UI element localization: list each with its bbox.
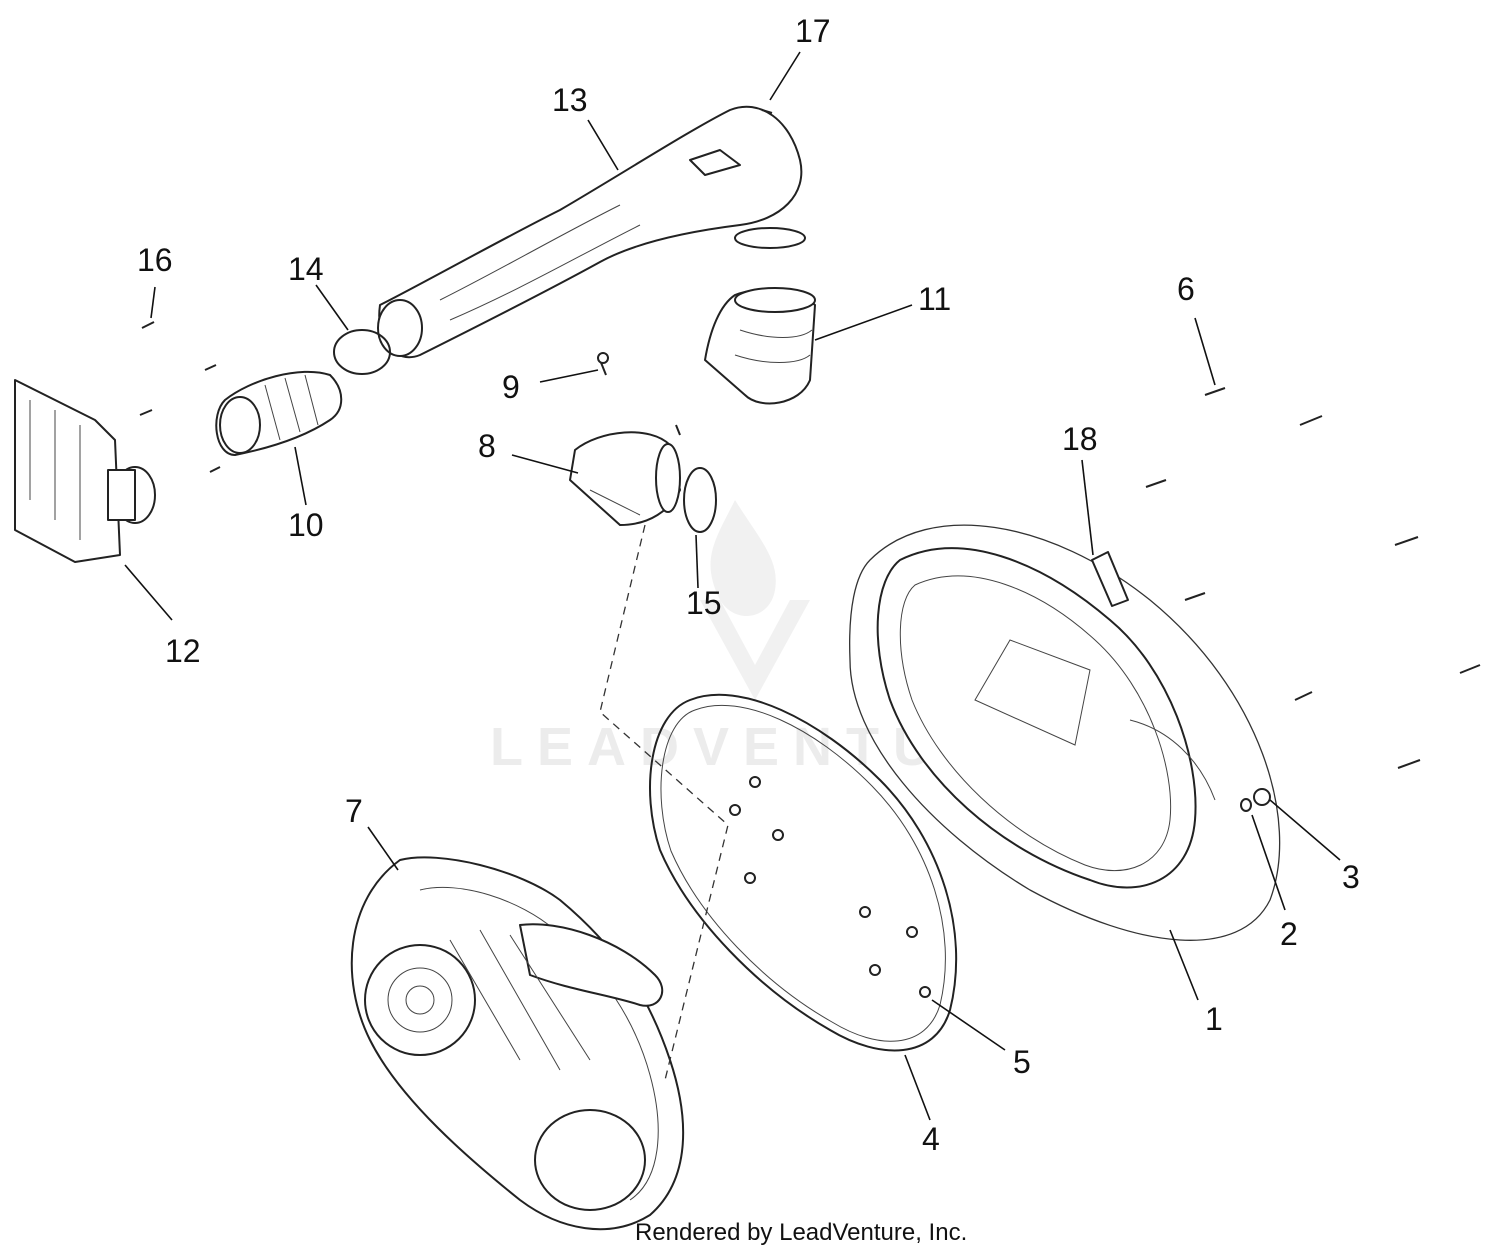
callout-5: 5 [1013,1044,1031,1080]
part-3-nut [1253,788,1271,806]
callout-9: 9 [502,369,520,405]
part-17-screw [761,109,773,114]
callout-4: 4 [922,1121,940,1157]
part-1-outer-cover [849,524,1281,941]
part-16-screw [141,321,155,329]
part-2-washer [1240,798,1252,812]
callout-6: 6 [1177,271,1195,307]
part-4-seal [649,693,958,1052]
callout-16: 16 [137,242,173,278]
footer-text: Rendered by LeadVenture, Inc. [635,1219,967,1246]
callout-3: 3 [1342,859,1360,895]
callout-7: 7 [345,793,363,829]
small-screws [139,364,681,473]
part-15-clamp [683,467,717,533]
callout-14: 14 [288,251,324,287]
part-13-intake-duct [377,105,803,358]
part-14-clamp [333,329,391,375]
callout-1: 1 [1205,1001,1223,1037]
callout-18: 18 [1062,421,1098,457]
callout-17: 17 [795,13,831,49]
part-10-intake-boot [215,370,343,456]
callout-2: 2 [1280,916,1298,952]
part-18-decal [1091,551,1129,607]
part-8-duct-adapter [569,431,681,526]
assembly-dashed-line [599,524,729,1081]
leader-lines [124,51,1341,1121]
callout-10: 10 [288,507,324,543]
part-6-bolts [1145,387,1481,769]
part-7-clutch-cover [350,856,685,1231]
callout-13: 13 [552,82,588,118]
part-12-intake-housing [14,379,156,563]
callout-15: 15 [686,585,722,621]
callout-12: 12 [165,633,201,669]
part-5-bolts [729,776,931,998]
callout-11: 11 [918,281,951,317]
callouts: 1 2 3 4 5 6 7 8 9 10 11 12 13 14 15 16 1… [137,13,1360,1157]
callout-8: 8 [478,428,496,464]
part-11-intake-boot [704,227,816,405]
